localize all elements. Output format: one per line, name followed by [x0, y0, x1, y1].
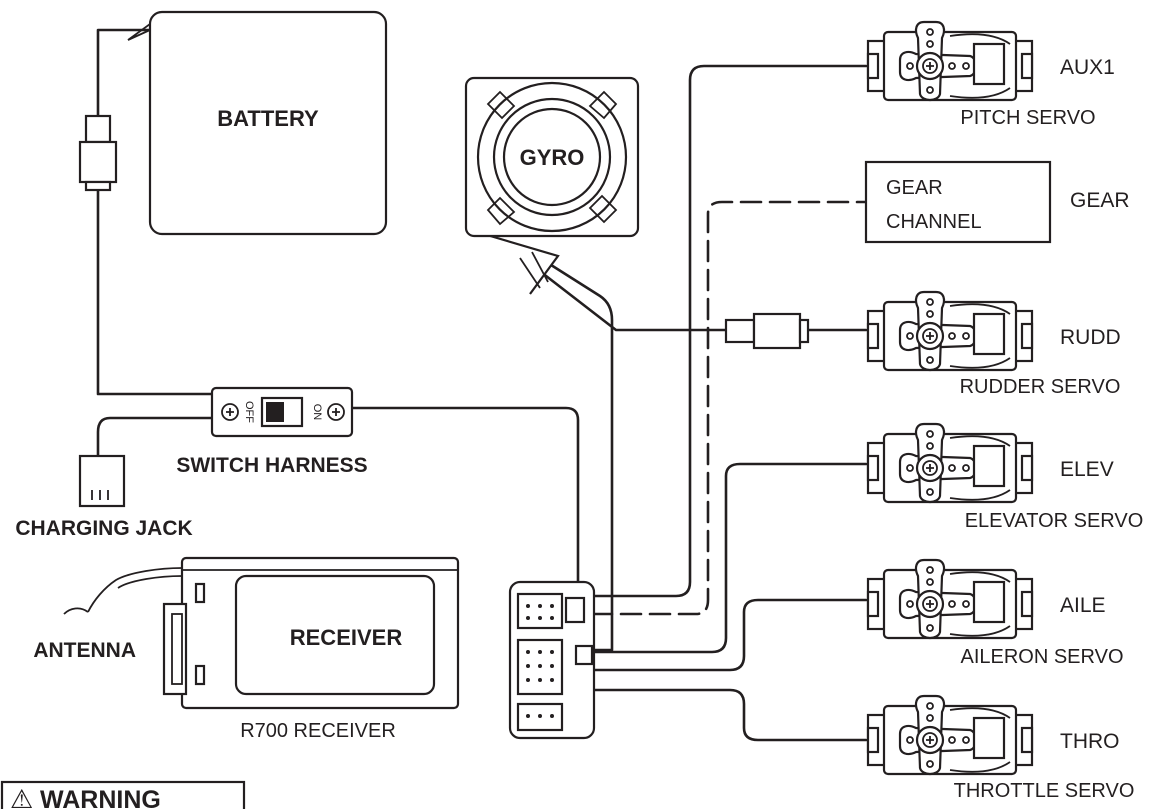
gear-wire	[590, 200, 868, 616]
switch-off-label: OFF	[243, 401, 255, 423]
receiver-unit: RECEIVER	[63, 556, 460, 710]
elev-wire	[590, 462, 868, 654]
warning-title: WARNING	[40, 786, 161, 809]
gear-label: GEAR	[1070, 189, 1130, 212]
battery-to-switch-wire	[96, 188, 214, 396]
gear-channel-label-line1: GEAR	[886, 177, 943, 199]
switch-on-label: ON	[311, 404, 323, 421]
receiver-caption: R700 RECEIVER	[240, 720, 396, 742]
servo-aile-channel: AILE	[1060, 594, 1106, 617]
battery-connector	[78, 114, 118, 192]
switch-to-receiver-wire	[348, 406, 580, 598]
receiver-port-block	[508, 580, 596, 740]
servo-elev	[866, 422, 1034, 504]
aile-wire	[590, 598, 868, 672]
servo-aux1-name: PITCH SERVO	[960, 107, 1095, 129]
switch-harness[interactable]: OFF ON	[210, 386, 354, 438]
antenna-label: ANTENNA	[33, 639, 136, 662]
servo-thro	[866, 694, 1034, 776]
charging-jack-label: CHARGING JACK	[15, 517, 192, 540]
warning-box: ⚠ WARNING	[0, 780, 246, 809]
charging-jack	[78, 454, 126, 508]
servo-thro-channel: THRO	[1060, 730, 1120, 753]
charging-jack-wire	[96, 416, 214, 458]
servo-thro-icon	[866, 694, 1034, 776]
servo-aux1	[866, 20, 1034, 102]
battery-box	[148, 10, 388, 236]
servo-elev-icon	[866, 422, 1034, 504]
servo-aile-icon	[866, 558, 1034, 640]
gear-channel-label-line2: CHANNEL	[886, 211, 982, 233]
servo-aux1-icon	[866, 20, 1034, 102]
servo-rudd	[866, 290, 1034, 372]
servo-rudd-channel: RUDD	[1060, 326, 1121, 349]
gear-channel-box	[864, 160, 1052, 244]
gyro-to-receiver-wire	[538, 256, 614, 652]
servo-rudd-name: RUDDER SERVO	[960, 376, 1121, 398]
battery-lead	[96, 28, 152, 118]
servo-thro-name: THROTTLE SERVO	[954, 780, 1135, 802]
gyro-label: GYRO	[520, 145, 585, 170]
gyro-unit: GYRO	[464, 76, 640, 295]
servo-rudd-icon	[866, 290, 1034, 372]
switch-harness-label: SWITCH HARNESS	[176, 454, 367, 477]
warning-icon: ⚠	[10, 784, 33, 809]
receiver-label: RECEIVER	[290, 625, 403, 650]
servo-aile	[866, 558, 1034, 640]
battery-label: BATTERY	[217, 106, 319, 131]
thro-wire	[590, 688, 868, 742]
servo-aile-name: AILERON SERVO	[960, 646, 1123, 668]
gyro-to-rudder-wire	[526, 260, 728, 332]
servo-elev-name: ELEVATOR SERVO	[965, 510, 1144, 532]
rudder-extension-connector	[724, 312, 810, 350]
servo-elev-channel: ELEV	[1060, 458, 1114, 481]
servo-aux1-channel: AUX1	[1060, 56, 1115, 79]
